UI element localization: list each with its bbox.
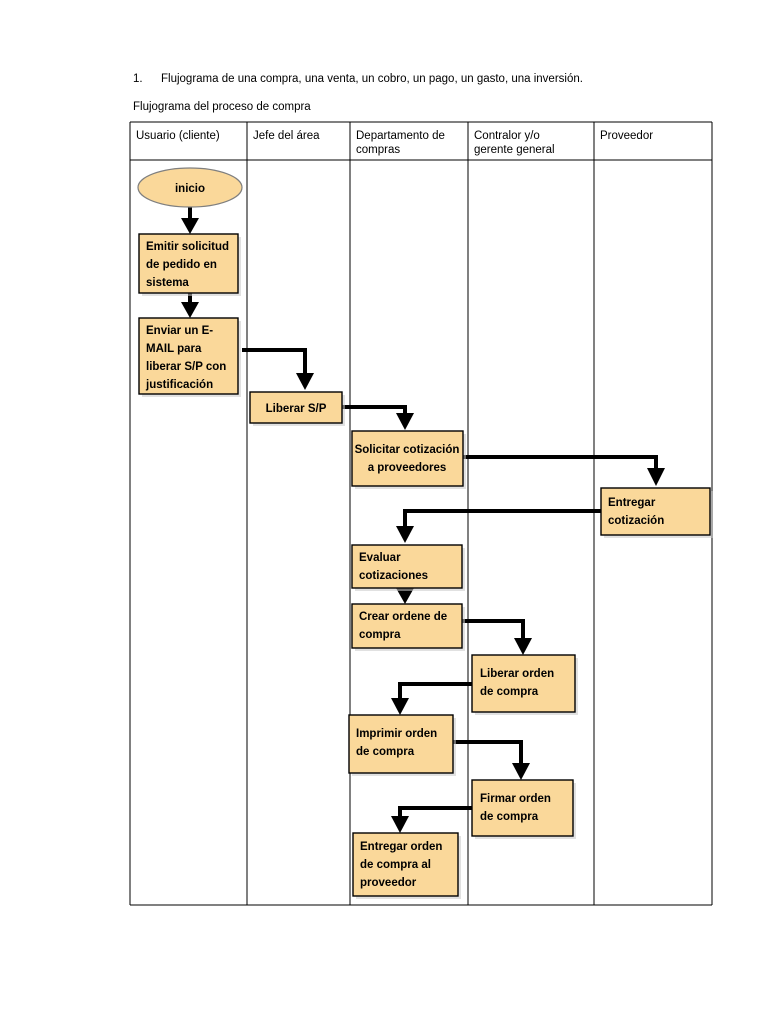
connector-entregar-cotizacion-to-evaluar: [396, 509, 601, 543]
connector-solicitar-to-entregar-cotizacion: [463, 455, 665, 486]
connector-enviar-to-liberar-sp: [242, 348, 314, 390]
column-header-proveedor: Proveedor: [600, 130, 653, 142]
node-liberar-sp[interactable]: Liberar S/P: [249, 391, 345, 426]
connector-crear-to-liberar-orden: [462, 619, 532, 655]
connector-inicio-to-emitir: [181, 207, 199, 234]
node-evaluar-line1: Evaluar: [359, 552, 401, 564]
connector-imprimir-to-firmar: [452, 740, 530, 780]
swimlane-table-grid: [129, 121, 713, 906]
node-solicitar-cotizacion[interactable]: Solicitar cotización a proveedores: [351, 430, 466, 489]
node-inicio-label: inicio: [175, 183, 205, 195]
node-imprimir-line1: Imprimir orden: [356, 728, 437, 740]
node-evaluar-line2: cotizaciones: [359, 570, 428, 582]
connector-emitir-to-enviar: [181, 293, 199, 318]
node-enviar-line2: MAIL para: [146, 343, 202, 355]
node-entregar-cot-line2: cotización: [608, 515, 664, 527]
node-entregar-orden[interactable]: Entregar orden de compra al proveedor: [352, 832, 461, 899]
node-crear-line1: Crear ordene de: [359, 611, 447, 623]
node-emitir-solicitud[interactable]: Emitir solicitud de pedido en sistema: [138, 233, 241, 296]
column-header-usuario: Usuario (cliente): [136, 130, 220, 142]
heading-number: 1.: [133, 73, 143, 85]
node-solicitar-line1: Solicitar cotización: [355, 444, 460, 456]
node-emitir-line3: sistema: [146, 277, 189, 289]
connector-liberar-orden-to-imprimir: [391, 682, 472, 715]
node-liberar-orden-line2: de compra: [480, 686, 539, 698]
node-enviar-line4: justificación: [145, 379, 213, 391]
node-entregar-orden-line3: proveedor: [360, 877, 417, 889]
node-firmar-line2: de compra: [480, 811, 539, 823]
node-imprimir-orden[interactable]: Imprimir orden de compra: [348, 714, 456, 776]
node-liberar-sp-label: Liberar S/P: [266, 403, 327, 415]
node-emitir-line1: Emitir solicitud: [146, 241, 229, 253]
heading-line: 1. Flujograma de una compra, una venta, u…: [133, 73, 583, 87]
column-header-jefe: Jefe del área: [253, 130, 320, 142]
connector-liberar-sp-to-solicitar: [342, 405, 414, 430]
subtitle-line: Flujograma del proceso de compra: [133, 101, 311, 113]
node-inicio[interactable]: inicio: [137, 167, 243, 208]
node-entregar-cotizacion[interactable]: Entregar cotización: [600, 487, 713, 538]
node-firmar-orden[interactable]: Firmar orden de compra: [471, 779, 576, 839]
node-emitir-line2: de pedido en: [146, 259, 217, 271]
node-evaluar-cotizaciones[interactable]: Evaluar cotizaciones: [351, 544, 465, 591]
node-entregar-orden-line1: Entregar orden: [360, 841, 442, 853]
node-entregar-cot-line1: Entregar: [608, 497, 656, 509]
node-liberar-orden-line1: Liberar orden: [480, 668, 554, 680]
connector-firmar-to-entregar-orden: [391, 806, 472, 833]
node-enviar-email[interactable]: Enviar un E- MAIL para liberar S/P con j…: [138, 317, 241, 397]
column-header-contralor-line2: gerente general: [474, 144, 555, 156]
node-liberar-orden[interactable]: Liberar orden de compra: [471, 654, 578, 715]
node-enviar-line3: liberar S/P con: [146, 361, 226, 373]
node-firmar-line1: Firmar orden: [480, 793, 551, 805]
column-header-compras-line2: compras: [356, 144, 400, 156]
node-crear-orden[interactable]: Crear ordene de compra: [351, 603, 465, 651]
column-header-compras-line1: Departamento de: [356, 130, 445, 142]
column-header-contralor-line1: Contralor y/o: [474, 130, 540, 142]
node-solicitar-line2: a proveedores: [368, 462, 447, 474]
heading-text: Flujograma de una compra, una venta, un …: [161, 73, 583, 85]
node-enviar-line1: Enviar un E-: [146, 325, 213, 337]
node-entregar-orden-line2: de compra al: [360, 859, 431, 871]
node-imprimir-line2: de compra: [356, 746, 415, 758]
node-crear-line2: compra: [359, 629, 401, 641]
